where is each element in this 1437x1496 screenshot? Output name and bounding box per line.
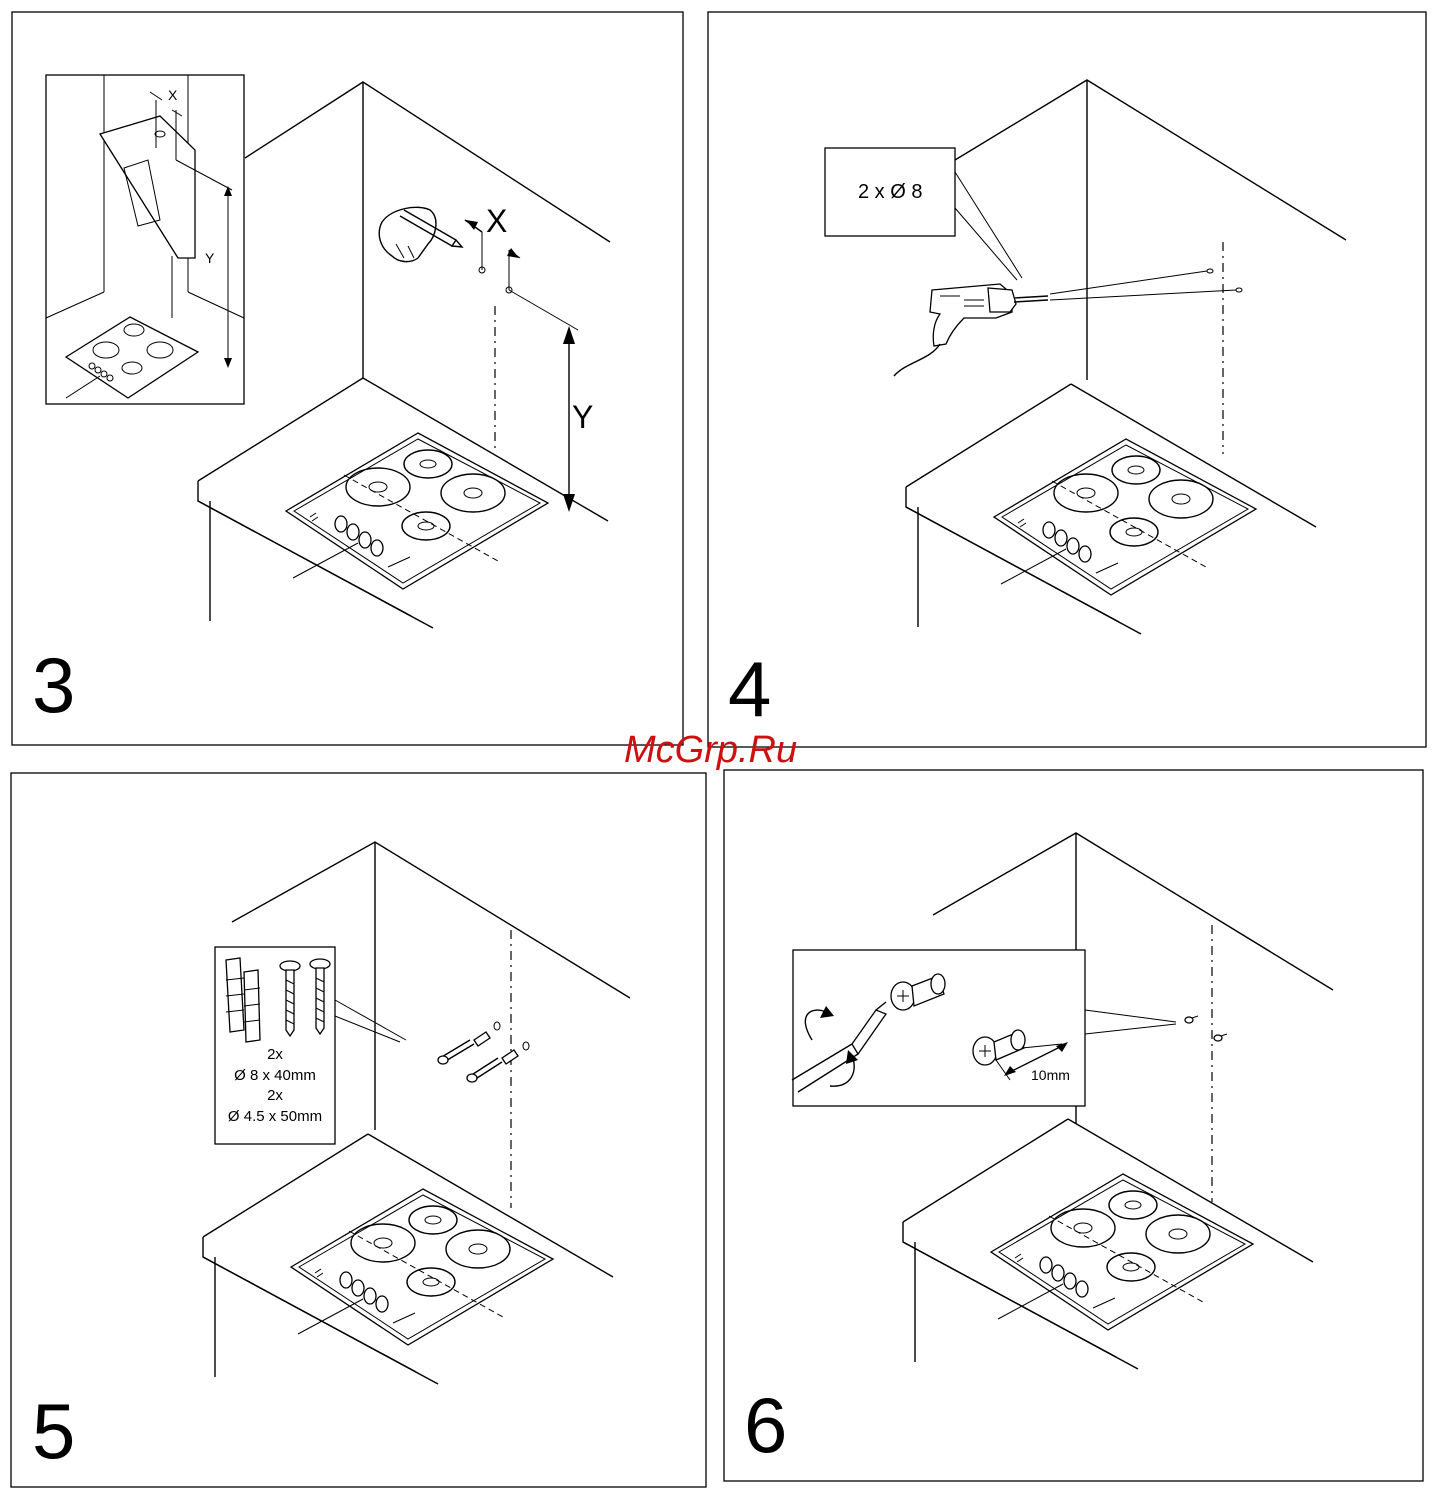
- step-number-5: 5: [32, 1387, 75, 1475]
- plug-size-label: Ø 8 x 40mm: [234, 1067, 316, 1084]
- protrusion-label: 10mm: [1031, 1067, 1070, 1083]
- inset-hood-overview: X Y: [46, 75, 244, 404]
- plug-count-label: 2x: [267, 1046, 283, 1063]
- panel-step-3: X Y X Y: [12, 12, 683, 745]
- panel-4-frame: [708, 12, 1426, 747]
- drill-size-label: 2 x Ø 8: [858, 181, 922, 203]
- y-label: Y: [572, 399, 593, 435]
- watermark: McGrp.Ru: [624, 729, 797, 771]
- panel-5-frame: [11, 773, 706, 1487]
- panel-step-4: 2 x Ø 8 4: [708, 12, 1426, 747]
- step-number-3: 3: [32, 641, 75, 729]
- screw-count-label: 2x: [267, 1087, 283, 1104]
- step-number-6: 6: [744, 1381, 787, 1469]
- panel-step-6: 10mm 6: [724, 770, 1423, 1481]
- inset-y-label: Y: [205, 250, 215, 266]
- x-label: X: [486, 203, 507, 239]
- screw-size-label: Ø 4.5 x 50mm: [228, 1108, 322, 1125]
- inset-x-label: X: [168, 87, 178, 103]
- step-number-4: 4: [728, 645, 771, 733]
- panel-6-frame: [724, 770, 1423, 1481]
- panel-step-5: 2x Ø 8 x 40mm 2x Ø 4.5 x 50mm 5: [11, 773, 706, 1487]
